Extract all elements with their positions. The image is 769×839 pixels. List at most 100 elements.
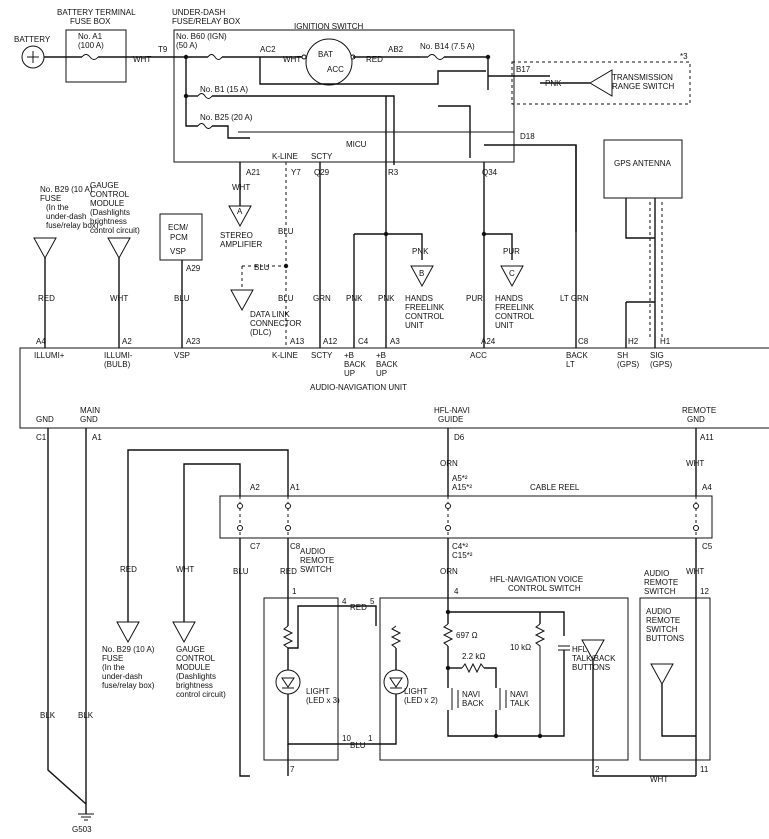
anu-scty: SCTY (311, 351, 333, 360)
wire-red-sw: RED (350, 603, 367, 612)
hfl-tb-label-2: TALK/BACK (572, 654, 616, 663)
anu-hfl-navi-1: HFL-NAVI (434, 406, 470, 415)
led-left-icon (275, 669, 301, 695)
pin-t9: T9 (158, 45, 168, 54)
wire-wht-a11: WHT (686, 459, 704, 468)
ecm-label-2: PCM (170, 233, 188, 242)
b29-bot-label-3: (In the (102, 663, 125, 672)
btfb-label-2: FUSE BOX (70, 17, 111, 26)
pin-a13: A13 (290, 337, 305, 346)
wire-pnk-c4: PNK (346, 294, 363, 303)
wire-red-cr: RED (120, 565, 137, 574)
pin-kline-top: K-LINE (272, 152, 298, 161)
anu-sh-1: SH (617, 351, 628, 360)
b29-bot-label-2: FUSE (102, 654, 123, 663)
fuse-a1-rating: (100 A) (78, 41, 104, 50)
hfl-vcs-label-1: HFL-NAVIGATION VOICE (490, 575, 583, 584)
gcm-top-label-5: brightness (90, 217, 127, 226)
ecm-label-1: ECM/ (168, 223, 189, 232)
hfl-c-label-3: CONTROL (495, 312, 535, 321)
resistor-697-icon (442, 623, 454, 647)
wire-orn-bot: ORN (440, 567, 458, 576)
hfl-b-label-3: CONTROL (405, 312, 445, 321)
gcm-top-label-1: GAUGE (90, 181, 119, 190)
fuse-b14-label: No. B14 (7.5 A) (420, 42, 475, 51)
pin-ab2: AB2 (388, 45, 404, 54)
wire-red-c8: RED (280, 567, 297, 576)
gcm-bot-label-4: (Dashlights (176, 672, 216, 681)
r697-label: 697 Ω (456, 631, 478, 640)
btfb-label-1: BATTERY TERMINAL (57, 8, 136, 17)
pin-n7: 7 (290, 765, 295, 774)
gcm-bottom-arrow-icon (172, 621, 196, 644)
box-b: B (419, 269, 424, 278)
hfl-b-label-2: FREELINK (405, 303, 445, 312)
pin-a23: A23 (186, 337, 201, 346)
b29-top-label-5: fuse/relay box) (46, 221, 99, 230)
wire-red-1: RED (366, 55, 383, 64)
trs-label-2: RANGE SWITCH (612, 82, 674, 91)
wire-blu-vsp: BLU (174, 294, 190, 303)
fuse-b60-icon (207, 54, 223, 60)
udfb-label-1: UNDER-DASH (172, 8, 226, 17)
fuse-b14-icon (427, 54, 445, 60)
ars-btn-label-1: AUDIO (646, 607, 671, 616)
trs-triangle-icon (589, 69, 613, 97)
anu-main-gnd-2: GND (80, 415, 98, 424)
fuse-b25-icon (197, 123, 213, 129)
b29-top-arrow-icon (33, 237, 57, 260)
udfb-label-2: FUSE/RELAY BOX (172, 17, 241, 26)
b29-bot-label-4: under-dash (102, 672, 142, 681)
gps-antenna-label: GPS ANTENNA (614, 159, 672, 168)
anu-backlt-1: BACK (566, 351, 588, 360)
navi-talk-label-1: NAVI (510, 690, 528, 699)
pin-cr-a2: A2 (250, 483, 260, 492)
fuse-b60-label: No. B60 (IGN) (176, 32, 227, 41)
pin-a3: A3 (390, 337, 400, 346)
pin-c4s: C4*² (452, 542, 468, 551)
pin-n4: 4 (342, 597, 347, 606)
pin-n1: 1 (292, 587, 297, 596)
anu-sig-1: SIG (650, 351, 664, 360)
battery-label: BATTERY (14, 35, 51, 44)
wire-blu-dlc: BLU (254, 263, 270, 272)
note-star3: *3 (680, 52, 688, 61)
ignition-switch-label: IGNITION SWITCH (294, 22, 364, 31)
micu-label: MICU (346, 140, 367, 149)
wire-pnk-hfl: PNK (412, 247, 429, 256)
pin-c5: C5 (702, 542, 713, 551)
dlc-label-1: DATA LINK (250, 310, 290, 319)
pin-d18: D18 (520, 132, 535, 141)
b29-bot-label-1: No. B29 (10 A) (102, 645, 155, 654)
stereo-amp-arrow-icon (228, 205, 252, 228)
led3-label-1: LIGHT (306, 687, 330, 696)
b29-top-label-2: FUSE (40, 194, 61, 203)
b29-bot-label-5: fuse/relay box) (102, 681, 155, 690)
pin-a4: A4 (36, 337, 46, 346)
ign-acc-label: ACC (327, 65, 344, 74)
anu-remote-gnd-1: REMOTE (682, 406, 716, 415)
pin-q29: Q29 (314, 168, 330, 177)
gcm-bot-label-5: brightness (176, 681, 213, 690)
wire-blk-2: BLK (78, 711, 94, 720)
pin-y7: Y7 (291, 168, 301, 177)
pin-a1: A1 (92, 433, 102, 442)
anu-sig-2: (GPS) (650, 360, 673, 369)
audio-remote-switch-left (263, 597, 339, 761)
wire-red-a4: RED (38, 294, 55, 303)
hfl-c-label-1: HANDS (495, 294, 523, 303)
gcm-top-label-3: MODULE (90, 199, 124, 208)
resistor-icon (282, 625, 294, 649)
wire-pur-a24: PUR (466, 294, 483, 303)
box-c: C (509, 269, 515, 278)
b29-top-label-1: No. B29 (10 A) (40, 185, 93, 194)
hfl-vcs-label-2: CONTROL SWITCH (508, 584, 581, 593)
pin-n11: 11 (700, 765, 709, 774)
pin-scty-top: SCTY (311, 152, 333, 161)
anu-illumi-minus-2: (BULB) (104, 360, 131, 369)
hfl-b-label-4: UNIT (405, 321, 424, 330)
wire-wht-bot: WHT (650, 775, 668, 784)
stereo-label-1: STEREO (220, 231, 253, 240)
wire-wht-a21: WHT (232, 183, 250, 192)
